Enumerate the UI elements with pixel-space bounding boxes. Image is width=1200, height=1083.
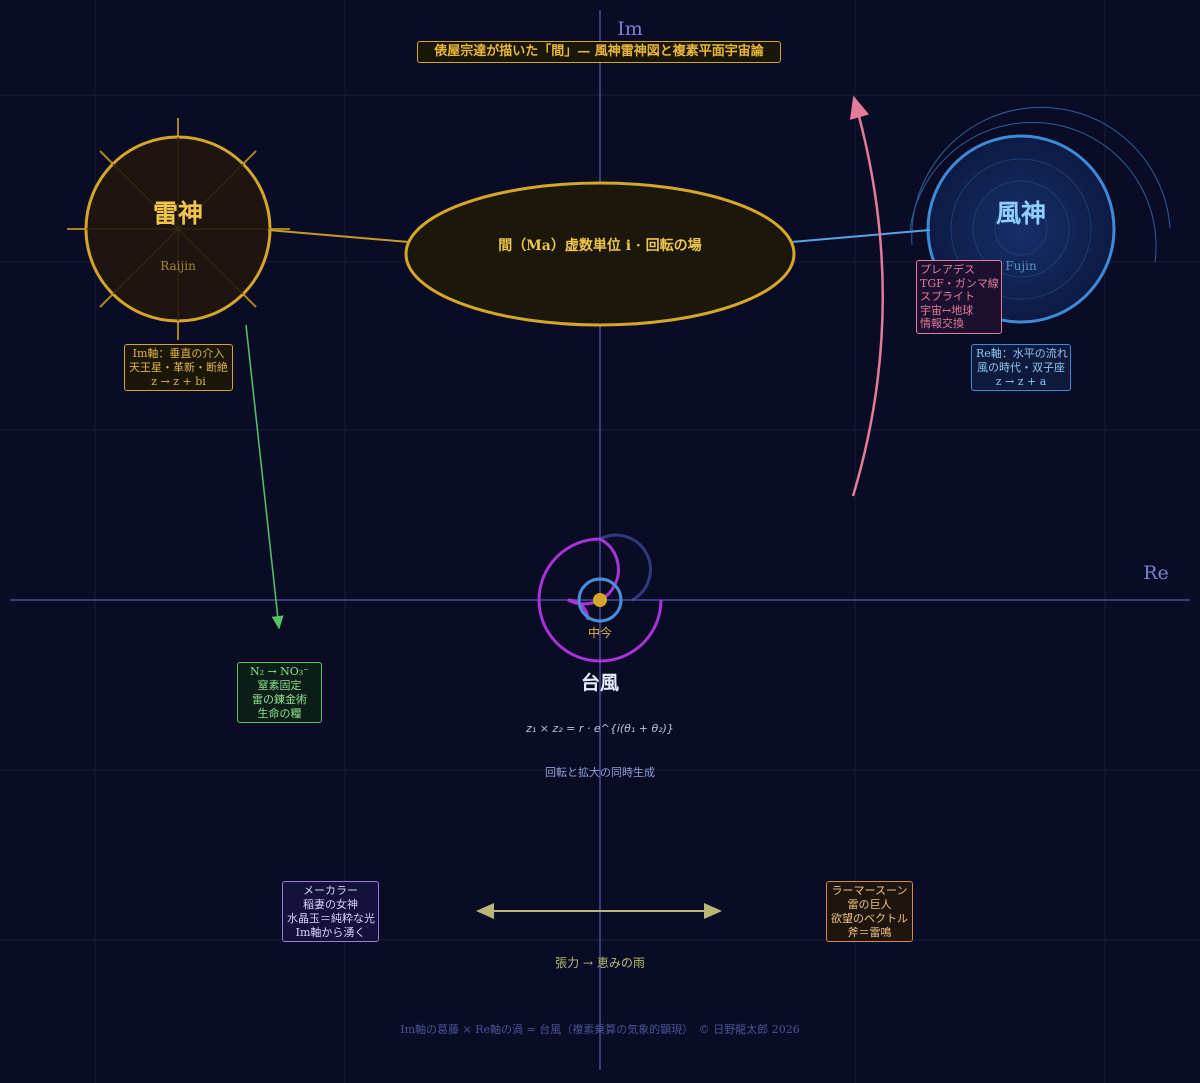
fujin-note-line-3: z → z + a — [995, 375, 1047, 388]
pleiades-box: プレアデス TGF・ガンマ線 スプライト 宇宙↔地球 情報交換 — [916, 260, 1002, 334]
pleiades-arc-arrow — [849, 95, 884, 497]
raijin-note-line-1: Im軸：垂直の介入 — [132, 347, 225, 360]
raijin-to-ma-line — [267, 229, 433, 249]
raijin-note-line-3: z → z + bi — [151, 375, 206, 388]
fujin-to-ma-line — [767, 229, 931, 249]
ma-ellipse — [404, 181, 796, 327]
fujin-romaji: Fujin — [1005, 259, 1037, 273]
pleiades-line-4: 宇宙↔地球 — [920, 303, 974, 317]
mekhala-line-4: Im軸から湧く — [295, 926, 366, 939]
fujin-note-line-1: Re軸：水平の流れ — [976, 347, 1068, 360]
ramasoon-line-1: ラーマースーン — [831, 884, 908, 897]
raijin-romaji: Raijin — [160, 259, 196, 273]
mekhala-line-1: メーカラー — [303, 884, 358, 897]
ramasoon-box: ラーマースーン 雷の巨人 欲望のベクトル 斧＝雷鳴 — [826, 881, 913, 942]
pleiades-line-2: TGF・ガンマ線 — [920, 276, 999, 290]
pleiades-line-1: プレアデス — [920, 263, 975, 276]
nitrogen-box: N₂ → NO₃⁻ 窒素固定 雷の錬金術 生命の糧 — [237, 662, 322, 723]
raijin-note-box: Im軸：垂直の介入 天王星・革新・断絶 z → z + bi — [124, 344, 233, 391]
formula-caption: 回転と拡大の同時生成 — [545, 766, 655, 779]
raijin-circle — [67, 118, 290, 340]
nitrogen-line-3: 雷の錬金術 — [252, 693, 307, 706]
ma-label: 間（Ma）虚数単位 i · 回転の場 — [498, 238, 702, 254]
formula: z₁ × z₂ = r · e^{i(θ₁ + θ₂)} — [500, 722, 700, 735]
mekhala-line-2: 稲妻の女神 — [303, 898, 358, 911]
re-axis-label: Re — [1143, 562, 1169, 584]
tension-label: 張力 → 恵みの雨 — [555, 956, 645, 970]
nitrogen-line-1: N₂ → NO₃⁻ — [249, 665, 310, 678]
ramasoon-line-3: 欲望のベクトル — [831, 912, 908, 925]
typhoon-label: 台風 — [580, 672, 619, 694]
im-axis-label: Im — [617, 18, 643, 40]
mekhala-line-3: 水晶玉＝純粋な光 — [287, 912, 375, 925]
fujin-note-line-2: 風の時代・双子座 — [977, 361, 1065, 374]
mekhala-box: メーカラー 稲妻の女神 水晶玉＝純粋な光 Im軸から湧く — [282, 881, 379, 942]
raijin-name: 雷神 — [152, 199, 203, 228]
nitrogen-line-2: 窒素固定 — [257, 679, 302, 692]
raijin-note-line-2: 天王星・革新・断絶 — [129, 361, 228, 374]
pleiades-line-3: スプライト — [920, 290, 975, 303]
typhoon-vortex — [537, 533, 663, 663]
ramasoon-line-4: 斧＝雷鳴 — [847, 926, 892, 939]
ramasoon-line-2: 雷の巨人 — [847, 898, 892, 911]
now-label: 中今 — [587, 626, 612, 640]
fujin-name: 風神 — [995, 199, 1046, 228]
pleiades-line-5: 情報交換 — [920, 317, 964, 330]
formula-text: z₁ × z₂ = r · e^{i(θ₁ + θ₂)} — [526, 722, 674, 735]
raijin-to-nitrogen-arrow — [245, 324, 284, 630]
page-title: 俵屋宗達が描いた「間」— 風神雷神図と複素平面宇宙論 — [417, 41, 781, 63]
footer-caption: Im軸の葛藤 × Re軸の渦 = 台風（複素乗算の気象的顕現） © 日野龍太郎 … — [400, 1023, 800, 1036]
fujin-note-box: Re軸：水平の流れ 風の時代・双子座 z → z + a — [971, 344, 1071, 391]
nitrogen-line-4: 生命の糧 — [257, 707, 302, 720]
